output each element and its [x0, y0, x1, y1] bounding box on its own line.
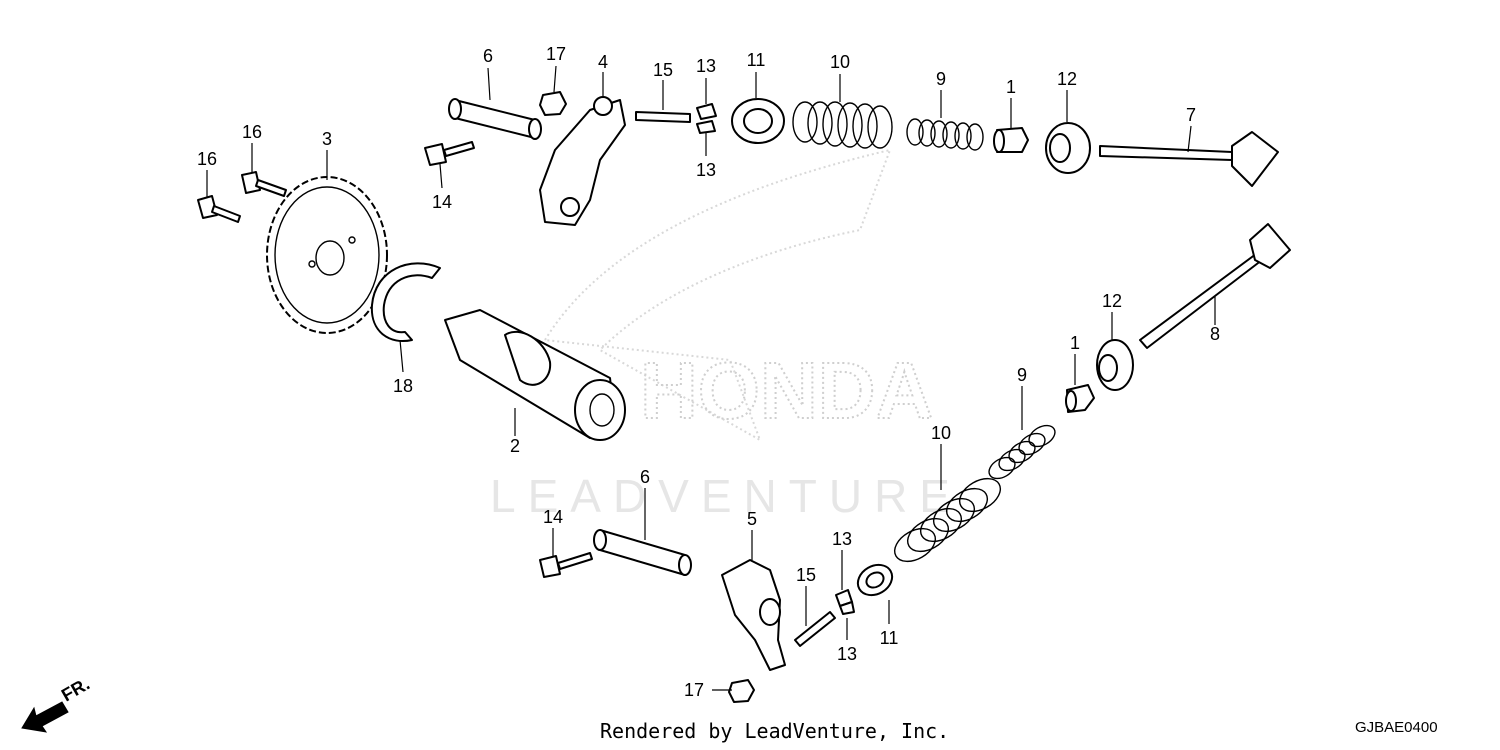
- rocker-shaft-lower[interactable]: [593, 529, 692, 576]
- callout-12-upper[interactable]: 12: [1057, 69, 1077, 89]
- watermark-wing-logo: [543, 148, 892, 443]
- rendered-by-credit: Rendered by LeadVenture, Inc.: [600, 719, 949, 743]
- callout-11-upper[interactable]: 11: [747, 50, 766, 70]
- valve-lower[interactable]: [1139, 223, 1291, 349]
- front-direction-indicator: FR.: [21, 674, 93, 733]
- callout-13-upper-a[interactable]: 13: [696, 56, 716, 76]
- adjusting-screw-upper[interactable]: [635, 111, 691, 123]
- outer-spring-upper[interactable]: [792, 101, 893, 149]
- callout-14-lower[interactable]: 14: [543, 507, 563, 527]
- valve-cotter-upper[interactable]: [696, 103, 717, 134]
- callout-1-lower[interactable]: 1: [1070, 333, 1080, 353]
- outer-spring-lower[interactable]: [889, 472, 1006, 568]
- callout-15-lower[interactable]: 15: [796, 565, 816, 585]
- callout-17-lower[interactable]: 17: [684, 680, 704, 700]
- callout-18[interactable]: 18: [393, 376, 413, 396]
- watermark-brand: HONDA: [640, 346, 933, 435]
- nut-lower[interactable]: [728, 679, 755, 703]
- valve-cotter-lower[interactable]: [835, 589, 855, 615]
- cam-sprocket[interactable]: [266, 176, 388, 334]
- callout-3[interactable]: 3: [322, 129, 332, 149]
- callout-6-upper[interactable]: 6: [483, 46, 493, 66]
- callout-2[interactable]: 2: [510, 436, 520, 456]
- spring-seat-upper[interactable]: [993, 127, 1029, 153]
- inner-spring-upper[interactable]: [906, 118, 984, 151]
- callout-6-lower[interactable]: 6: [640, 467, 650, 487]
- spring-retainer-upper[interactable]: [1045, 122, 1091, 174]
- callout-16-a[interactable]: 16: [242, 122, 262, 142]
- valve-upper[interactable]: [1099, 131, 1279, 187]
- stem-seal-upper[interactable]: [731, 98, 785, 144]
- adjusting-screw-lower[interactable]: [794, 611, 836, 647]
- callout-4[interactable]: 4: [598, 52, 608, 72]
- cam-sprocket-bolt-b[interactable]: [197, 195, 241, 223]
- callout-9-upper[interactable]: 9: [936, 69, 946, 89]
- callout-5[interactable]: 5: [747, 509, 757, 529]
- bolt-lower[interactable]: [539, 552, 593, 578]
- callout-9-lower[interactable]: 9: [1017, 365, 1027, 385]
- callout-15-upper[interactable]: 15: [653, 60, 673, 80]
- callout-11-lower[interactable]: 11: [880, 628, 899, 648]
- rocker-arm-upper[interactable]: [539, 96, 626, 226]
- nut-upper[interactable]: [539, 91, 567, 116]
- callout-leaders: [206, 65, 1216, 691]
- callout-12-lower[interactable]: 12: [1102, 291, 1122, 311]
- rocker-arm-lower[interactable]: [721, 559, 786, 671]
- callout-7[interactable]: 7: [1186, 105, 1196, 125]
- inner-spring-lower[interactable]: [985, 421, 1058, 483]
- callout-10-lower[interactable]: 10: [931, 423, 951, 443]
- callout-17-upper[interactable]: 17: [546, 44, 566, 64]
- bolt-upper[interactable]: [424, 141, 475, 166]
- spring-seat-lower[interactable]: [1065, 384, 1095, 413]
- callout-13-lower-a[interactable]: 13: [832, 529, 852, 549]
- direction-arrow-icon: [21, 701, 69, 733]
- stem-seal-lower[interactable]: [852, 559, 897, 601]
- diagram-code: GJBAE0400: [1355, 719, 1438, 736]
- callout-13-upper-b[interactable]: 13: [696, 160, 716, 180]
- callout-13-lower-b[interactable]: 13: [837, 644, 857, 664]
- callout-labels: 6 17 4 15 13 13 11 10 9 1 12 7 16 16 3 1…: [197, 44, 1220, 700]
- callout-1-upper[interactable]: 1: [1006, 77, 1016, 97]
- rocker-shaft-upper[interactable]: [448, 98, 542, 140]
- spring-retainer-lower[interactable]: [1096, 339, 1134, 391]
- callout-16-b[interactable]: 16: [197, 149, 217, 169]
- watermark-text: LEADVENTURE: [490, 470, 962, 522]
- watermark: HONDA LEADVENTURE: [490, 148, 962, 522]
- callout-14-upper[interactable]: 14: [432, 192, 452, 212]
- snap-ring[interactable]: [370, 262, 441, 343]
- cam-sprocket-bolt-a[interactable]: [241, 171, 287, 197]
- callout-8[interactable]: 8: [1210, 324, 1220, 344]
- camshaft[interactable]: [444, 309, 626, 441]
- direction-label: FR.: [58, 674, 93, 706]
- callout-10-upper[interactable]: 10: [830, 52, 850, 72]
